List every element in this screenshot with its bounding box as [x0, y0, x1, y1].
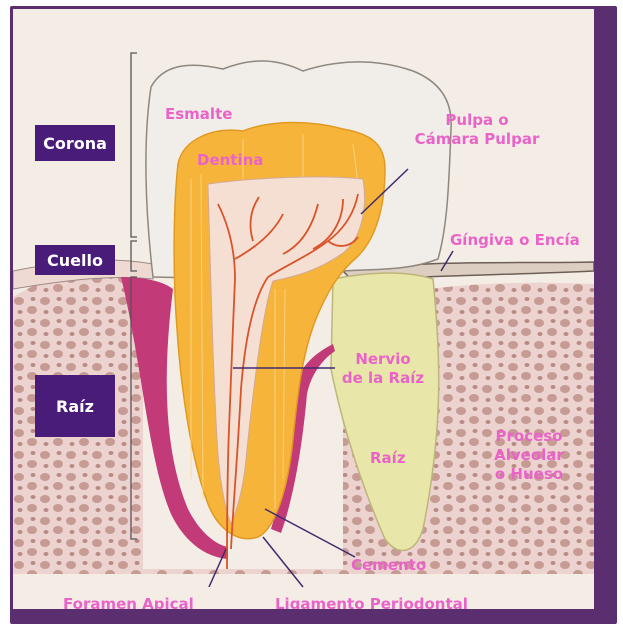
- diagram-panel: Corona Cuello Raíz Esmalte Dentina Pulpa…: [13, 9, 594, 609]
- label-pulpa-line2: Cámara Pulpar: [402, 130, 552, 149]
- label-proceso: Proceso Alveolar o Hueso: [479, 427, 579, 484]
- label-proceso-line2: Alveolar: [479, 446, 579, 465]
- section-cuello-label: Cuello: [35, 245, 115, 275]
- label-esmalte: Esmalte: [165, 105, 232, 124]
- label-nervio-line1: Nervio: [333, 350, 433, 369]
- label-pulpa-line1: Pulpa o: [402, 111, 552, 130]
- section-corona-label: Corona: [35, 125, 115, 161]
- label-proceso-line1: Proceso: [479, 427, 579, 446]
- label-gingiva: Gíngiva o Encía: [450, 231, 580, 250]
- label-dentina: Dentina: [197, 151, 263, 170]
- label-nervio: Nervio de la Raíz: [333, 350, 433, 388]
- label-nervio-line2: de la Raíz: [333, 369, 433, 388]
- tooth-anatomy-illustration: [13, 9, 594, 609]
- section-raiz-label: Raíz: [35, 375, 115, 437]
- label-ligamento: Ligamento Periodontal: [275, 595, 468, 609]
- label-pulpa: Pulpa o Cámara Pulpar: [402, 111, 552, 149]
- label-raiz: Raíz: [370, 449, 406, 468]
- label-foramen: Foramen Apical: [63, 595, 194, 609]
- label-cemento: Cemento: [351, 556, 426, 575]
- label-proceso-line3: o Hueso: [479, 465, 579, 484]
